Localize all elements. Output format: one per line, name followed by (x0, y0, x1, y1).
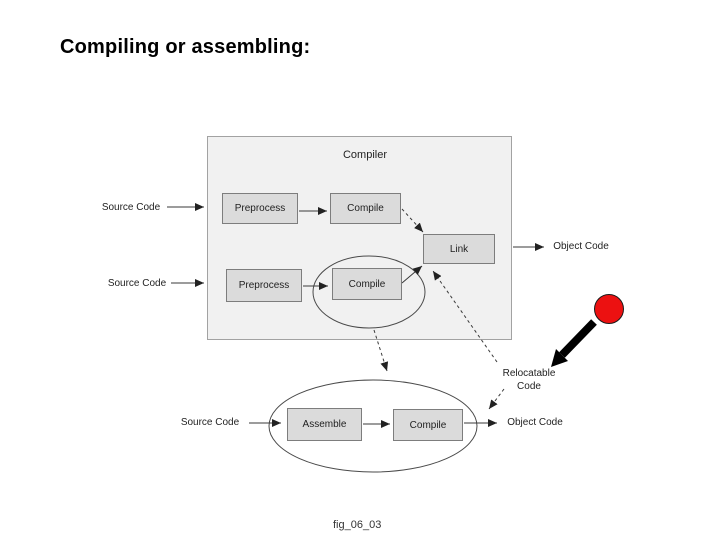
arrow-compile-mid-to-link (401, 265, 423, 284)
annotation-arrowhead (551, 349, 568, 367)
label-source-code-mid: Source Code (107, 278, 167, 289)
compiler-container-label: Compiler (342, 149, 387, 161)
annotation-red-dot (594, 294, 624, 324)
node-link: Link (423, 234, 495, 264)
annotation-arrow-shaft (559, 319, 597, 358)
label-relocatable-line2: Code (517, 381, 541, 392)
arrow-relocatable-to-link (432, 270, 498, 363)
node-preprocess-top: Preprocess (222, 193, 298, 224)
arrow-ellipse-to-assembler-ellipse (373, 329, 389, 372)
arrow-compile-top-to-link (401, 208, 424, 233)
figure-caption: fig_06_03 (333, 519, 382, 531)
slide-title: Compiling or assembling: (60, 36, 311, 58)
assembler-grouping-ellipse (268, 379, 478, 473)
label-object-code-top: Object Code (553, 241, 609, 252)
node-compile-mid: Compile (332, 268, 402, 300)
label-object-code-bottom: Object Code (507, 417, 563, 428)
node-preprocess-mid: Preprocess (226, 269, 302, 302)
node-compile-top: Compile (330, 193, 401, 224)
node-assemble: Assemble (287, 408, 362, 441)
label-source-code-bottom: Source Code (180, 417, 240, 428)
compile-grouping-ellipse (312, 255, 426, 329)
label-relocatable-code: Relocatable Code (494, 367, 564, 393)
label-relocatable-line1: Relocatable (502, 368, 556, 379)
node-compile-bottom: Compile (393, 409, 463, 441)
arrow-relocatable-to-object-bottom (488, 388, 505, 410)
label-source-code-top: Source Code (101, 202, 161, 213)
